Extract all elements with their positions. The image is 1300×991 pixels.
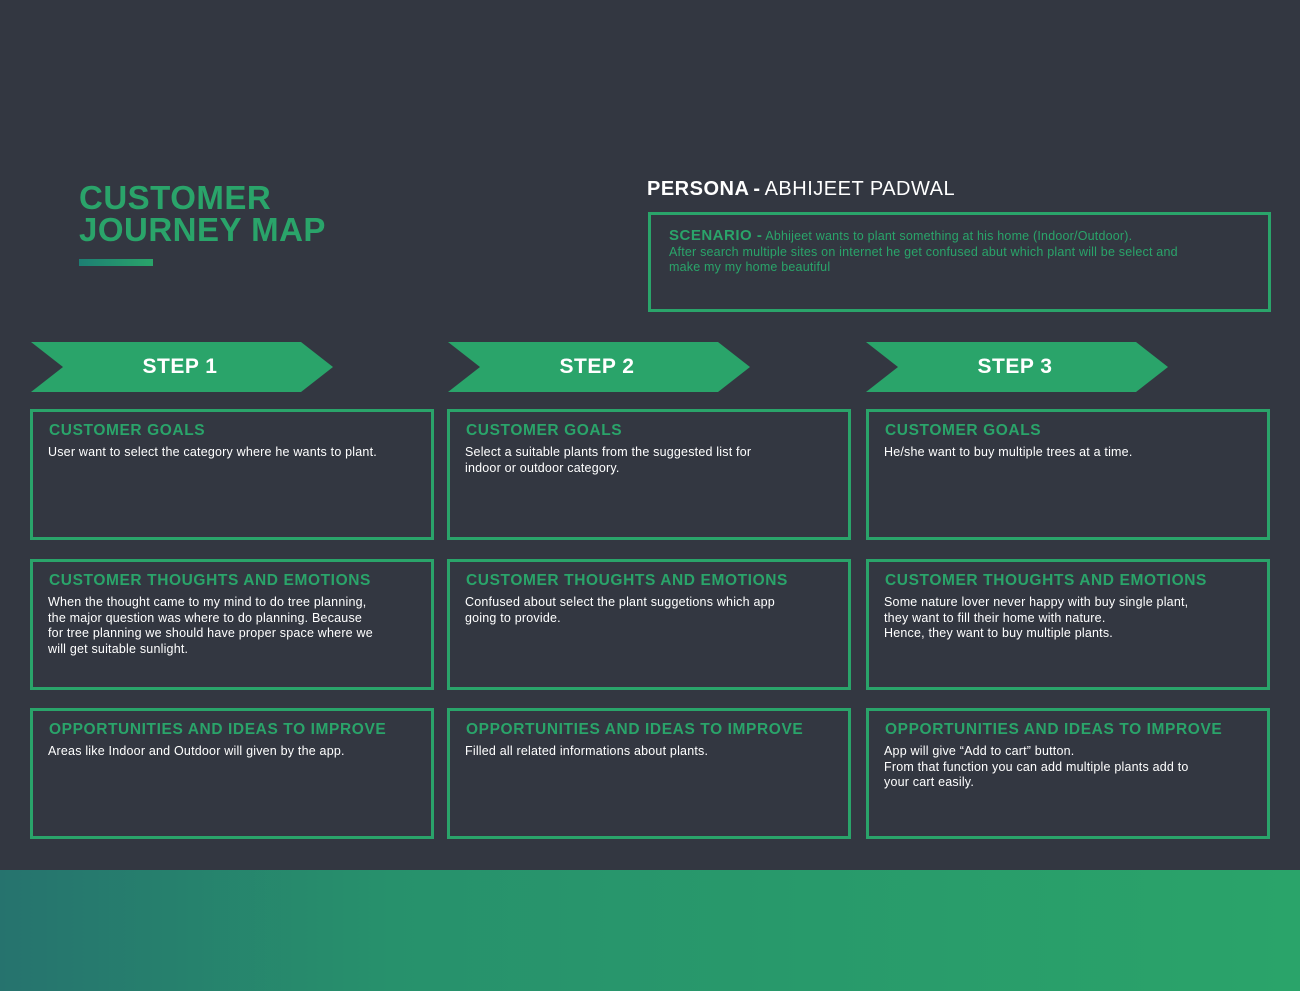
step-2-opportunities-card: OPPORTUNITIES AND IDEAS TO IMPROVE Fille… bbox=[447, 708, 851, 839]
step-1-arrow: STEP 1 bbox=[31, 342, 333, 392]
card-heading: OPPORTUNITIES AND IDEAS TO IMPROVE bbox=[49, 721, 387, 738]
card-text: going to provide. bbox=[465, 610, 561, 625]
step-3-label: STEP 3 bbox=[977, 355, 1053, 378]
card-text: User want to select the category where h… bbox=[48, 445, 377, 459]
card-text: indoor or outdoor category. bbox=[465, 460, 620, 475]
step-2-thoughts-card: CUSTOMER THOUGHTS AND EMOTIONS Confused … bbox=[447, 559, 851, 690]
scenario-line-2: After search multiple sites on internet … bbox=[669, 244, 1178, 259]
step-3-arrow: STEP 3 bbox=[866, 342, 1168, 392]
footer-gradient-band bbox=[0, 870, 1300, 991]
card-text: From that function you can add multiple … bbox=[884, 759, 1189, 774]
step-1-thoughts-card: CUSTOMER THOUGHTS AND EMOTIONS When the … bbox=[30, 559, 434, 690]
chevron-arrow-shape bbox=[866, 342, 1168, 392]
persona-name: ABHIJEET PADWAL bbox=[764, 178, 956, 200]
card-heading: CUSTOMER GOALS bbox=[49, 422, 206, 439]
step-3-thoughts-card: CUSTOMER THOUGHTS AND EMOTIONS Some natu… bbox=[866, 559, 1270, 690]
card-text: they want to fill their home with nature… bbox=[884, 610, 1106, 625]
card-heading: OPPORTUNITIES AND IDEAS TO IMPROVE bbox=[466, 721, 804, 738]
card-text: Areas like Indoor and Outdoor will given… bbox=[48, 744, 345, 758]
chevron-arrow-shape bbox=[31, 342, 333, 392]
scenario-line-1: SCENARIO - Abhijeet wants to plant somet… bbox=[669, 228, 1250, 245]
card-text: Select a suitable plants from the sugges… bbox=[465, 445, 752, 459]
scenario-box: SCENARIO - Abhijeet wants to plant somet… bbox=[648, 212, 1271, 312]
card-text: When the thought came to my mind to do t… bbox=[48, 595, 367, 609]
step-1-opportunities-card: OPPORTUNITIES AND IDEAS TO IMPROVE Areas… bbox=[30, 708, 434, 839]
step-3-goals-card: CUSTOMER GOALS He/she want to buy multip… bbox=[866, 409, 1270, 540]
step-1-label: STEP 1 bbox=[142, 355, 218, 378]
persona-label: PERSONA bbox=[647, 178, 750, 200]
chevron-arrow-shape bbox=[448, 342, 750, 392]
persona-heading: PERSONA-ABHIJEET PADWAL bbox=[647, 178, 955, 201]
card-text: for tree planning we should have proper … bbox=[48, 626, 373, 641]
step-1-goals-card: CUSTOMER GOALS User want to select the c… bbox=[30, 409, 434, 540]
page-title: CUSTOMER JOURNEY MAP bbox=[79, 179, 326, 248]
scenario-text-1: Abhijeet wants to plant something at his… bbox=[765, 229, 1133, 243]
card-heading: CUSTOMER THOUGHTS AND EMOTIONS bbox=[49, 572, 371, 589]
card-text: Some nature lover never happy with buy s… bbox=[884, 595, 1189, 609]
card-heading: CUSTOMER THOUGHTS AND EMOTIONS bbox=[885, 572, 1207, 589]
card-heading: CUSTOMER GOALS bbox=[466, 422, 623, 439]
card-heading: CUSTOMER THOUGHTS AND EMOTIONS bbox=[466, 572, 788, 589]
card-text: App will give “Add to cart” button. bbox=[884, 744, 1075, 758]
card-heading: OPPORTUNITIES AND IDEAS TO IMPROVE bbox=[885, 721, 1223, 738]
title-line-1: CUSTOMER bbox=[79, 179, 272, 216]
scenario-label: SCENARIO - bbox=[669, 227, 763, 244]
card-text: will get suitable sunlight. bbox=[48, 641, 189, 656]
scenario-line-3: make my my home beautiful bbox=[669, 260, 831, 274]
card-text: Confused about select the plant suggetio… bbox=[465, 595, 775, 609]
card-text: Hence, they want to buy multiple plants. bbox=[884, 626, 1113, 641]
card-text: your cart easily. bbox=[884, 775, 975, 790]
persona-dash: - bbox=[753, 178, 761, 200]
step-2-arrow: STEP 2 bbox=[448, 342, 750, 392]
card-heading: CUSTOMER GOALS bbox=[885, 422, 1042, 439]
step-3-opportunities-card: OPPORTUNITIES AND IDEAS TO IMPROVE App w… bbox=[866, 708, 1270, 839]
card-text: the major question was where to do plann… bbox=[48, 610, 363, 625]
step-2-label: STEP 2 bbox=[559, 355, 635, 378]
title-underline bbox=[79, 259, 153, 266]
step-2-goals-card: CUSTOMER GOALS Select a suitable plants … bbox=[447, 409, 851, 540]
card-text: Filled all related informations about pl… bbox=[465, 744, 709, 758]
title-line-2: JOURNEY MAP bbox=[79, 211, 326, 248]
card-text: He/she want to buy multiple trees at a t… bbox=[884, 445, 1133, 459]
